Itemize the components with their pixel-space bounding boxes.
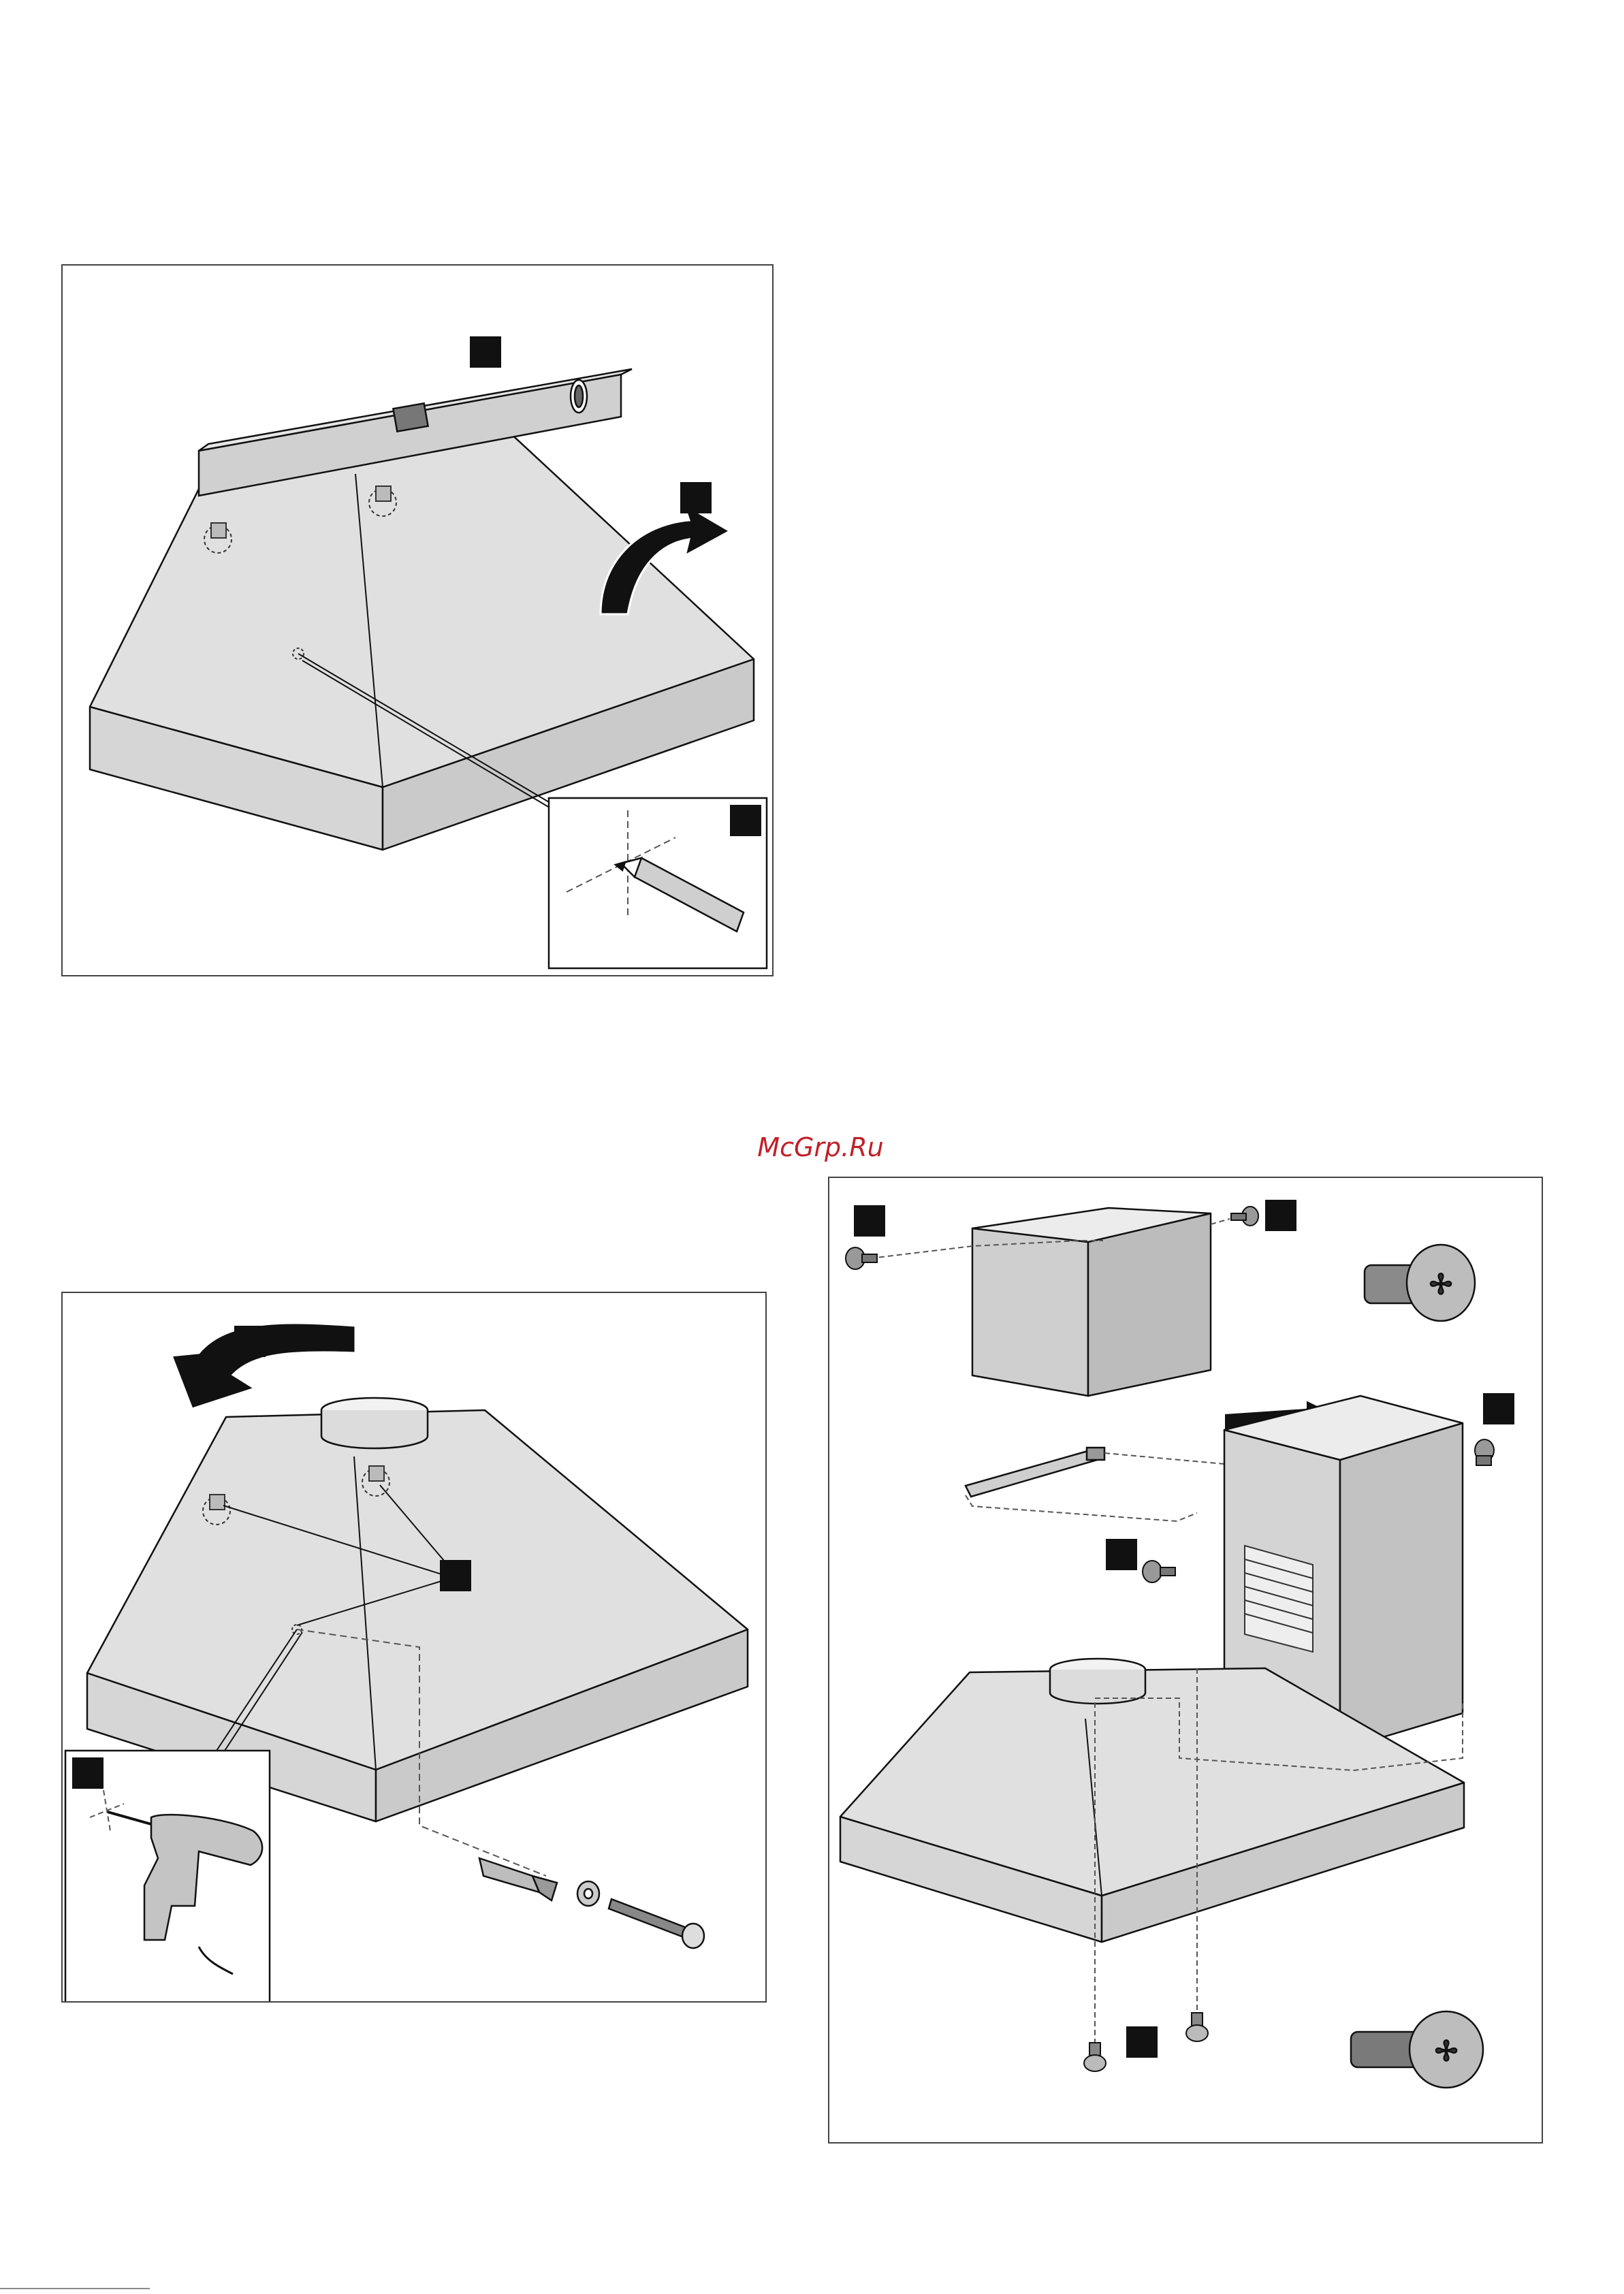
step-marker-4 xyxy=(1106,1539,1137,1570)
inset-pencil-detail xyxy=(549,798,767,968)
step-marker-1 xyxy=(470,336,501,368)
footer-rule xyxy=(0,2288,150,2289)
svg-text:✢: ✢ xyxy=(1435,2036,1458,2067)
screw-icon: ✢ xyxy=(1351,2011,1483,2088)
screw-icon: ✢ xyxy=(1365,1245,1475,1321)
chimney-illustration: ✢ xyxy=(829,1178,1543,2144)
screw-icon xyxy=(846,1247,877,1269)
upper-chimney-front xyxy=(972,1228,1088,1396)
lower-chimney-side xyxy=(1340,1423,1463,1750)
screw-icon xyxy=(1143,1561,1175,1582)
diagram-panel-level-and-mark xyxy=(61,264,774,976)
step-marker-2 xyxy=(680,482,712,513)
bracket-icon xyxy=(966,1448,1104,1497)
diagram-panel-drill-and-fix xyxy=(61,1292,767,2003)
step-marker-2 xyxy=(440,1560,471,1591)
screw-icon xyxy=(1186,2013,1208,2041)
screw-icon xyxy=(1475,1439,1494,1465)
step-marker-3 xyxy=(1483,1393,1514,1424)
screw-icon xyxy=(1231,1207,1258,1226)
screw-icon xyxy=(1084,2043,1106,2071)
svg-text:✢: ✢ xyxy=(1429,1269,1452,1301)
step-marker-3 xyxy=(72,1757,104,1789)
step-marker-5 xyxy=(1126,2026,1158,2058)
watermark-text: McGrp.Ru xyxy=(742,1127,899,1168)
screw-icon xyxy=(609,1899,704,1948)
upper-chimney-side xyxy=(1088,1213,1211,1396)
vent-grille-icon xyxy=(1245,1546,1313,1652)
step-marker-2 xyxy=(1265,1200,1296,1231)
washer-icon xyxy=(577,1881,599,1906)
inset-drill-detail xyxy=(65,1751,270,2003)
step-marker-1 xyxy=(234,1326,266,1357)
step-marker-3 xyxy=(730,805,761,836)
hood-illustration xyxy=(63,1293,767,2003)
step-marker-1 xyxy=(854,1205,885,1237)
diagram-panel-chimney-assembly: ✢ xyxy=(828,1177,1543,2144)
hood-illustration xyxy=(63,266,774,976)
